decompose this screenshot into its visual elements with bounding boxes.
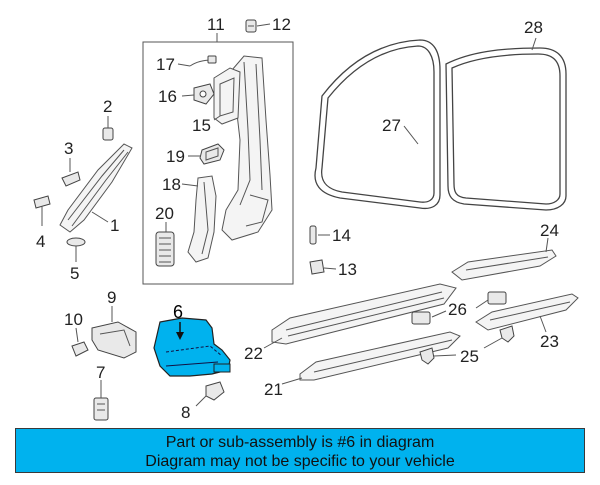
clip-26-b <box>487 291 507 305</box>
leader-28 <box>531 37 537 51</box>
callout-2: 2 <box>103 97 112 116</box>
clip-25-a <box>419 347 435 365</box>
callout-18: 18 <box>162 175 181 194</box>
cover-5 <box>66 237 86 247</box>
leader-22 <box>263 337 283 349</box>
bracket-9 <box>91 321 137 359</box>
clip-12 <box>245 19 257 33</box>
clip-14 <box>309 225 317 245</box>
callout-9: 9 <box>107 288 116 307</box>
callout-7: 7 <box>96 363 105 382</box>
callout-16: 16 <box>158 87 177 106</box>
clip-8 <box>205 381 225 401</box>
sill-plate-21 <box>299 331 461 381</box>
callout-20: 20 <box>155 204 174 223</box>
leader-12 <box>256 23 271 27</box>
upper-trim-panel-15 <box>213 67 241 125</box>
leader-8 <box>195 395 207 407</box>
bracket-7 <box>93 397 109 421</box>
leader-24 <box>545 237 549 253</box>
leader-15 <box>213 115 221 121</box>
callout-23: 23 <box>540 332 559 351</box>
screw-4 <box>33 195 51 226</box>
clip-3 <box>61 171 81 187</box>
callout-5: 5 <box>70 264 79 283</box>
leader-27 <box>403 125 419 145</box>
callout-10: 10 <box>64 310 83 329</box>
callout-25: 25 <box>460 347 479 366</box>
callout-28: 28 <box>524 18 543 37</box>
callout-19: 19 <box>166 147 185 166</box>
leader-25-b <box>483 337 503 349</box>
callout-12: 12 <box>272 15 291 34</box>
sill-plate-24 <box>451 249 557 281</box>
vent-grille-20 <box>155 231 175 267</box>
leader-25-a <box>433 354 457 357</box>
door-seal-28 <box>445 47 567 211</box>
callout-3: 3 <box>64 139 73 158</box>
callout-14: 14 <box>332 226 351 245</box>
clip-25-b <box>499 325 515 343</box>
cap-19 <box>199 143 225 165</box>
callout-1: 1 <box>110 216 119 235</box>
clip-2 <box>102 127 114 141</box>
callout-11: 11 <box>207 15 225 34</box>
callout-21: 21 <box>264 380 283 399</box>
sill-plate-23 <box>475 293 579 331</box>
plug-10 <box>71 341 89 357</box>
callout-8: 8 <box>181 403 190 422</box>
bolt-17 <box>189 55 217 67</box>
leader-26-b <box>475 299 489 309</box>
banner-line-2: Diagram may not be specific to your vehi… <box>145 453 455 470</box>
callout-4: 4 <box>36 232 45 251</box>
bracket-16 <box>193 83 215 105</box>
door-seal-27 <box>314 39 441 210</box>
leader-18 <box>181 183 199 187</box>
callout-27: 27 <box>382 116 401 135</box>
info-banner: Part or sub-assembly is #6 in diagram Di… <box>15 428 585 473</box>
leader-13 <box>323 267 337 270</box>
callout-24: 24 <box>540 221 559 240</box>
clip-13 <box>309 259 325 275</box>
a-pillar-trim-1 <box>59 143 133 233</box>
highlighted-part-6[interactable] <box>153 317 231 377</box>
callout-15: 15 <box>192 116 211 135</box>
callout-6: 6 <box>173 302 183 322</box>
callout-17: 17 <box>156 55 175 74</box>
leader-23 <box>539 315 547 333</box>
leader-26-a <box>431 310 447 318</box>
leader-1 <box>91 211 109 223</box>
group-box-11 <box>142 41 294 285</box>
leader-6-arrow <box>176 332 184 340</box>
leader-21 <box>281 377 303 385</box>
lower-pillar-trim-18 <box>187 175 217 263</box>
callout-26: 26 <box>448 300 467 319</box>
b-pillar-trim <box>221 55 273 241</box>
leader-16 <box>181 94 195 97</box>
banner-line-1: Part or sub-assembly is #6 in diagram <box>165 434 435 451</box>
callout-13: 13 <box>338 260 357 279</box>
callout-22: 22 <box>244 344 263 363</box>
clip-26-a <box>411 311 431 325</box>
leader-17 <box>177 63 191 67</box>
leader-10 <box>75 327 79 343</box>
